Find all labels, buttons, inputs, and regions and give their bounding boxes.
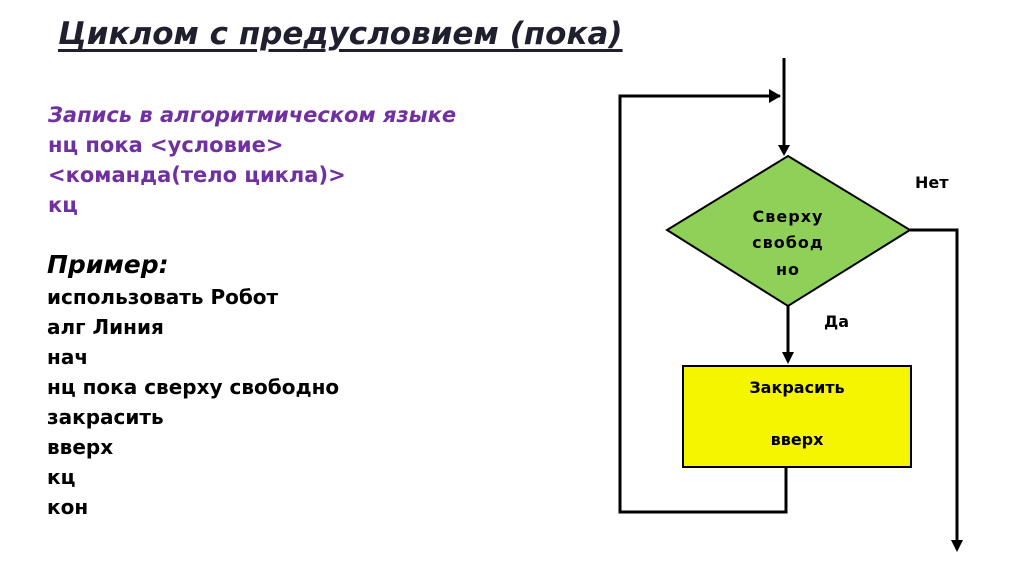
action-label-line: Закрасить	[749, 378, 844, 397]
arrowheads	[769, 89, 963, 552]
example-line: алг Линия	[47, 315, 164, 339]
condition-label-line: свобод	[752, 233, 824, 252]
example-line: закрасить	[47, 405, 164, 429]
example-line: использовать Робот	[47, 285, 279, 309]
loop-back-line	[618, 94, 788, 514]
condition-label-line: Сверху	[753, 207, 824, 226]
syntax-block: Запись в алгоритмическом языке нц пока <…	[48, 100, 456, 220]
action-label-line: вверх	[771, 430, 825, 449]
example-line: нц пока сверху свободно	[47, 375, 340, 399]
slide-title: Циклом с предусловием (пока)	[58, 16, 623, 52]
arrowhead	[769, 89, 781, 103]
flow-lines	[618, 58, 959, 540]
arrowhead	[782, 352, 794, 364]
example-heading: Пример:	[47, 250, 169, 279]
syntax-line: кц	[48, 193, 78, 217]
arrowhead	[778, 145, 790, 156]
example-line: нач	[47, 345, 89, 369]
yes-label: Да	[824, 312, 849, 331]
example-block: Пример: использовать Робот алг Линия нач…	[47, 248, 339, 522]
example-line: вверх	[47, 435, 114, 459]
condition-diamond	[665, 154, 912, 308]
example-line: кон	[47, 495, 89, 519]
syntax-line: нц пока <условие>	[48, 133, 284, 157]
syntax-heading: Запись в алгоритмическом языке	[48, 103, 457, 127]
arrowhead	[951, 540, 963, 552]
example-line: кц	[47, 465, 76, 489]
condition-label-line: но	[776, 260, 800, 279]
action-box	[682, 365, 912, 468]
no-exit-line	[910, 228, 959, 540]
no-label: Нет	[915, 173, 949, 192]
syntax-line: <команда(тело цикла)>	[48, 163, 346, 187]
